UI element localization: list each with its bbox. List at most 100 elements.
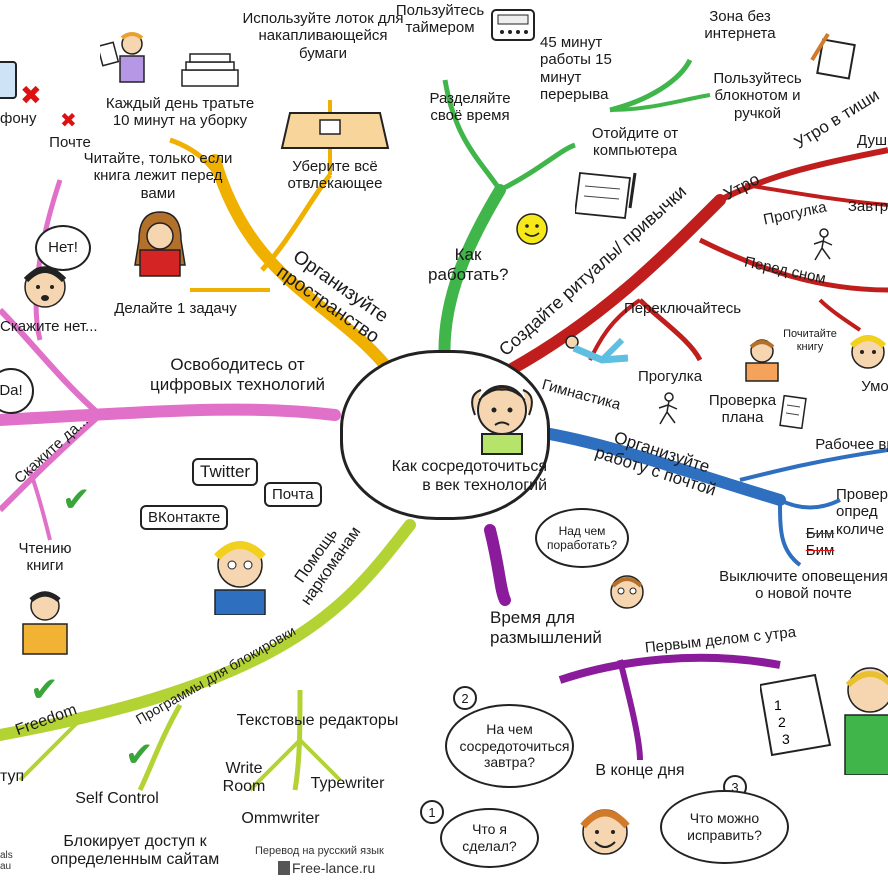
branch-rituals xyxy=(504,194,726,376)
thought-text: Над чем поработать? xyxy=(547,523,617,552)
notify-off-label: Выключите оповещения о новой почте xyxy=(719,568,888,603)
question-3-bubble: Что можно исправить? xyxy=(660,790,789,864)
list-person-icon: 1 2 3 xyxy=(760,667,888,775)
read-book-label: Почитайте книгу xyxy=(783,328,837,353)
check-label: Проверя опред количе xyxy=(836,486,888,538)
thought-bubble: Над чем поработать? xyxy=(535,508,629,568)
walking-person-icon xyxy=(813,228,833,261)
walking-person-icon-2 xyxy=(658,392,678,425)
reading-person-icon xyxy=(745,339,779,382)
cleanup-label: Каждый день тратьте 10 минут на уборку xyxy=(105,95,255,130)
branch-how-to-work xyxy=(438,184,506,371)
self-control-label: Self Control xyxy=(75,790,159,807)
smart-label: Умо xyxy=(861,378,888,395)
site-logo-icon xyxy=(278,861,290,875)
paper-stack-icon xyxy=(181,53,239,87)
plan-check-label: Проверка плана xyxy=(708,392,777,427)
site-credit: Free-lance.ru xyxy=(278,860,375,876)
smart-person-icon xyxy=(849,335,887,369)
paper-tray-label: Используйте лоток для накапливающейся бу… xyxy=(242,10,404,62)
no-speech-bubble: Нет! xyxy=(35,225,91,271)
step-away-label: Отойдите от компьютера xyxy=(591,125,679,160)
bim-label: Бим Бим xyxy=(805,525,835,560)
vk-box: ВКонтакте xyxy=(140,505,229,530)
center-title-2: в век технологий xyxy=(422,476,547,494)
timer-label: Пользуйтесь таймером xyxy=(395,2,485,37)
branch-addicts xyxy=(0,519,416,741)
yes-speech-bubble: Da! xyxy=(0,368,34,414)
check-icon-self-control: ✔ xyxy=(125,736,154,774)
reading-boy-icon xyxy=(22,591,68,655)
notebook-label: Пользуйтесь блокнотом и ручкой xyxy=(713,70,802,122)
desk-icon xyxy=(280,112,390,149)
branch-label-how-to-work: Как работать? xyxy=(428,245,509,284)
smiley-icon xyxy=(516,213,548,245)
evening-label: В конце дня xyxy=(595,762,685,779)
cross-icon-mail: ✖ xyxy=(60,110,77,132)
block-access-label: Блокирует доступ к определенным сайтам xyxy=(50,833,220,869)
typewriter-label: Typewriter xyxy=(310,775,385,792)
ommwriter-label: Ommwriter xyxy=(241,810,320,827)
switch-label: Переключайтесь xyxy=(623,300,742,317)
breakfast-label: Завтр xyxy=(847,198,888,215)
branch-label-reflection: Время для размышлений xyxy=(490,608,602,647)
branch-label-digital: Освободитесь от цифровых технологий xyxy=(149,355,325,394)
notes-icon xyxy=(575,172,637,219)
reading-label: Чтению книги xyxy=(18,540,72,575)
check-icon-freedom: ✔ xyxy=(30,671,59,709)
frowning-face-icon xyxy=(23,266,67,308)
person-papers-icon xyxy=(100,32,145,83)
exercise-icon xyxy=(565,335,629,364)
say-no-label: Скажите нет... xyxy=(0,318,98,335)
anxious-person-icon xyxy=(214,541,266,615)
offline-zone-label: Зона без интернета xyxy=(704,8,776,43)
brand-cut: als au xyxy=(0,850,13,872)
read-only-label: Читайте, только если книга лежит перед в… xyxy=(83,150,233,202)
work-time-label: Рабочее вр xyxy=(815,436,888,453)
branch-reflection xyxy=(484,524,511,606)
number-2-badge: 2 xyxy=(453,686,477,710)
happy-person-icon xyxy=(580,809,630,855)
number-1-badge: 1 xyxy=(420,800,444,824)
thinking-face-icon xyxy=(610,575,644,609)
walk2-label: Прогулка xyxy=(637,368,703,385)
text-editors-label: Текстовые редакторы xyxy=(236,712,399,729)
phone-label: фону xyxy=(0,110,37,127)
checklist-icon xyxy=(779,395,807,429)
svg-text:1: 1 xyxy=(774,697,782,713)
cross-icon-phone: ✖ xyxy=(20,80,42,110)
work-break-label: 45 минут работы 15 минут перерыва xyxy=(540,34,612,103)
question-1-bubble: Что я сделал? xyxy=(440,808,539,868)
center-node: Как сосредоточиться в век технологий xyxy=(340,350,550,520)
no-bubble-text: Нет! xyxy=(48,239,78,256)
write-room-label: Write Room xyxy=(222,760,266,796)
branch-email xyxy=(519,424,786,506)
question-1-text: Что я сделал? xyxy=(462,821,517,854)
site-name: Free-lance.ru xyxy=(292,860,376,876)
access-cut-label: туп xyxy=(0,768,25,785)
yes-bubble-text: Da! xyxy=(0,382,23,399)
timer-icon xyxy=(491,9,535,41)
shower-label: Душ xyxy=(856,132,888,149)
center-title-1: Как сосредоточиться xyxy=(391,457,547,475)
twitter-box: Twitter xyxy=(192,458,259,486)
mail-label: Почте xyxy=(49,134,91,151)
split-time-label: Разделяйте своё время xyxy=(429,90,511,125)
stressed-person-icon xyxy=(471,384,533,455)
question-2-text: На чем сосредоточиться завтра? xyxy=(459,720,570,771)
mail-box: Почта xyxy=(264,482,322,507)
reading-girl-icon xyxy=(134,211,186,277)
svg-text:3: 3 xyxy=(782,731,790,747)
notebook-pen-icon xyxy=(810,32,856,80)
check-icon-reading: ✔ xyxy=(62,481,91,519)
translation-credit: Перевод на русский язык xyxy=(255,845,384,857)
remove-distractions-label: Уберите всё отвлекающее xyxy=(287,158,383,193)
phone-icon xyxy=(0,61,17,99)
branch-digital xyxy=(0,403,341,426)
question-3-text: Что можно исправить? xyxy=(687,810,762,843)
question-2-bubble: На чем сосредоточиться завтра? xyxy=(445,704,574,788)
svg-text:2: 2 xyxy=(778,714,786,730)
one-task-label: Делайте 1 задачу xyxy=(114,300,237,317)
